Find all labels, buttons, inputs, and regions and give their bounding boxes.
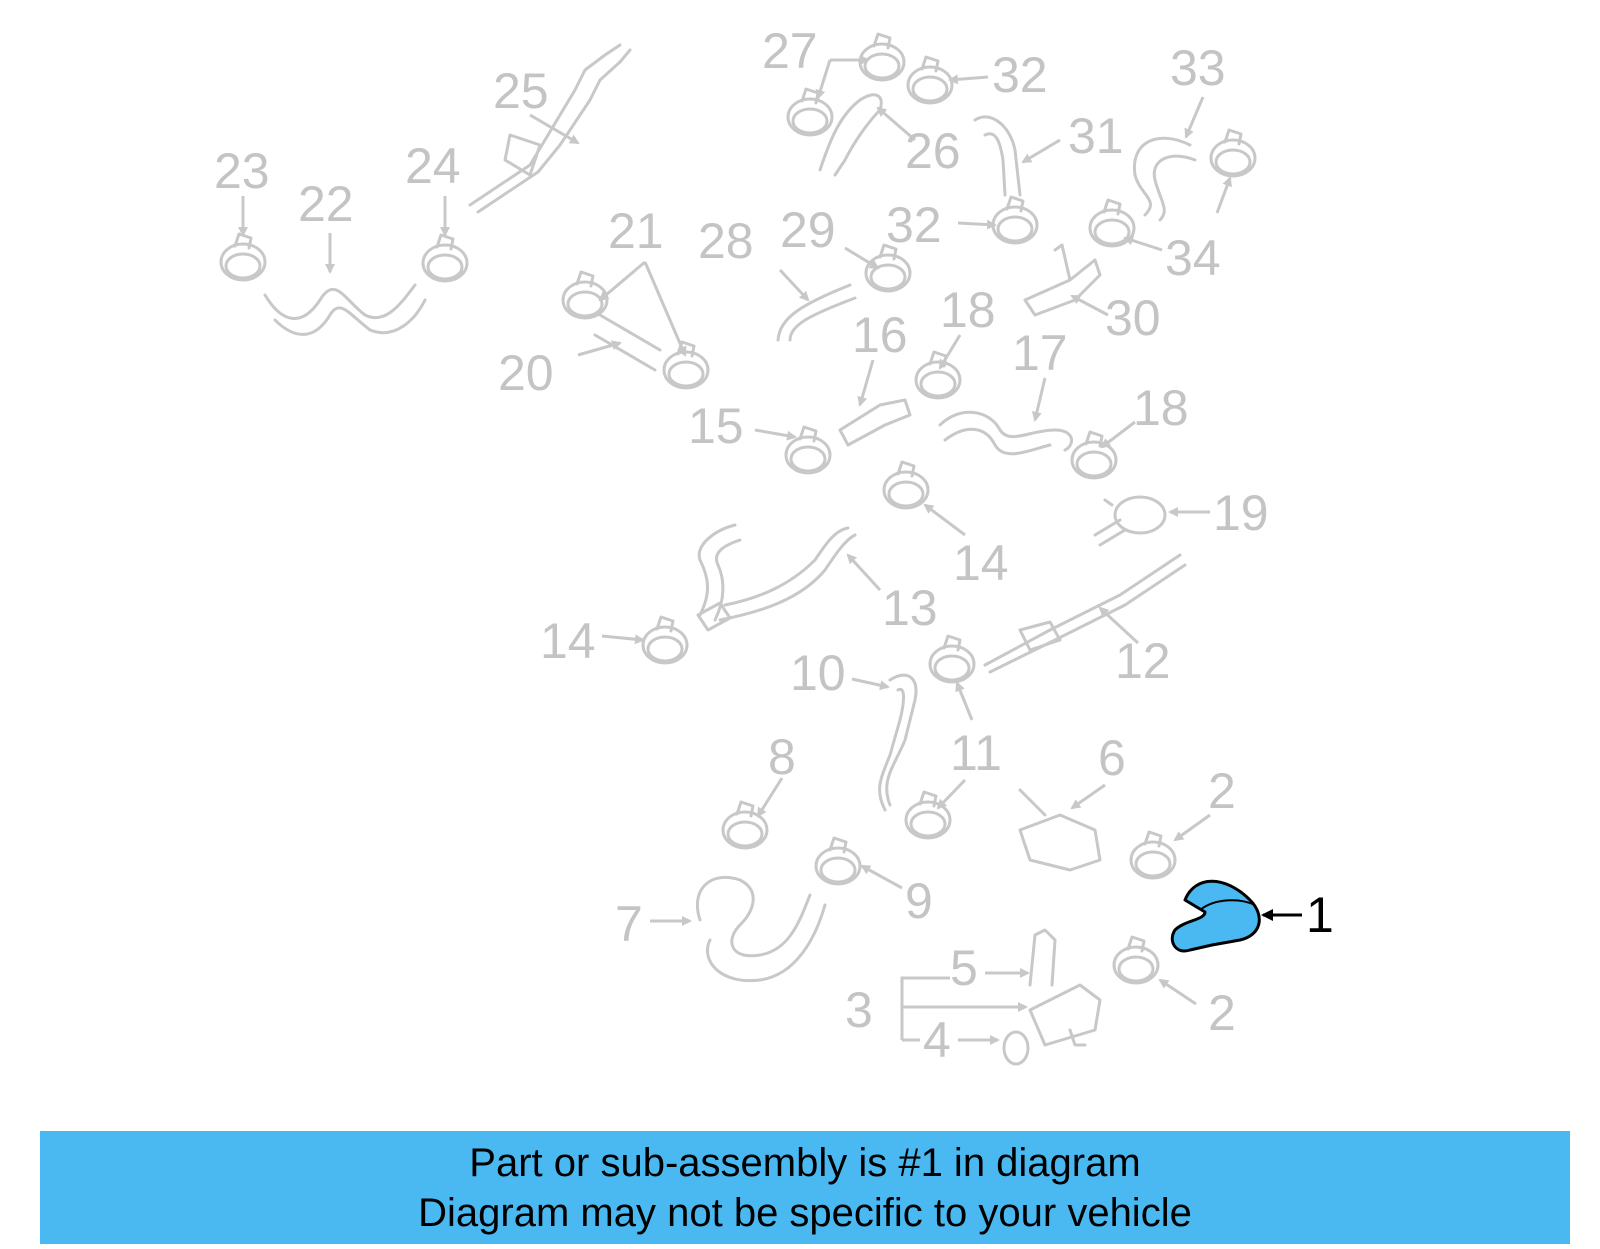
callout-22: 22 bbox=[298, 176, 354, 232]
part-14-clamp-b bbox=[641, 615, 689, 665]
part-2-clamp-b bbox=[1112, 935, 1160, 985]
part-11-clamp-b bbox=[904, 790, 952, 840]
banner-line-2: Diagram may not be specific to your vehi… bbox=[418, 1190, 1192, 1235]
callout-17: 17 bbox=[1012, 325, 1068, 381]
part-13-hose bbox=[696, 523, 857, 632]
callout-2: 2 bbox=[1208, 763, 1236, 819]
callout-15: 15 bbox=[688, 398, 744, 454]
part-33-clamp bbox=[1209, 128, 1257, 178]
part-30-flange bbox=[1023, 243, 1102, 317]
callout-11: 11 bbox=[950, 725, 1002, 781]
part-24-clamp bbox=[421, 233, 469, 283]
part-9-clamp bbox=[814, 836, 862, 886]
callout-23: 23 bbox=[214, 143, 270, 199]
callout-13: 13 bbox=[882, 580, 938, 636]
callout-2: 2 bbox=[1208, 985, 1236, 1041]
callout-19: 19 bbox=[1213, 485, 1269, 541]
callout-14: 14 bbox=[540, 613, 596, 669]
part-27-clamp-a bbox=[786, 87, 834, 137]
part-25-coolant-pipe bbox=[468, 43, 632, 214]
callout-29: 29 bbox=[780, 202, 836, 258]
callout-7: 7 bbox=[615, 896, 643, 952]
callout-3: 3 bbox=[845, 982, 873, 1038]
callout-5: 5 bbox=[950, 940, 978, 996]
part-33-hose bbox=[1132, 136, 1197, 222]
callout-16: 16 bbox=[852, 307, 908, 363]
part-11-clamp-a bbox=[928, 634, 976, 684]
part-18-clamp-a bbox=[914, 350, 962, 400]
callout-8: 8 bbox=[768, 729, 796, 785]
part-21-hose bbox=[593, 313, 662, 372]
part-15-clamp bbox=[784, 425, 832, 475]
part-14-clamp-a bbox=[882, 460, 930, 510]
part-22-hose bbox=[263, 283, 427, 336]
callout-31: 31 bbox=[1068, 108, 1124, 164]
part-28-hose bbox=[776, 283, 857, 342]
part-19-valve bbox=[1093, 495, 1167, 547]
part-31-hose bbox=[973, 115, 1022, 197]
part-7-hose bbox=[695, 875, 827, 983]
callout-20: 20 bbox=[498, 345, 554, 401]
part-21-clamp-a bbox=[561, 270, 609, 320]
part-32-clamp-a bbox=[906, 55, 954, 105]
callout-18: 18 bbox=[1133, 380, 1189, 436]
callout-25: 25 bbox=[493, 63, 549, 119]
part-1-hose-highlighted[interactable] bbox=[1170, 879, 1261, 953]
callout-9: 9 bbox=[905, 873, 933, 929]
callout-1: 1 bbox=[1306, 887, 1334, 943]
callout-32: 32 bbox=[992, 47, 1048, 103]
part-17-hose bbox=[938, 410, 1073, 456]
part-6-housing bbox=[1018, 788, 1102, 872]
part-8-clamp bbox=[721, 800, 769, 850]
part-21-clamp-b bbox=[662, 340, 710, 390]
part-16-fitting bbox=[838, 398, 912, 447]
part-27-clamp-b bbox=[858, 32, 906, 82]
info-banner: Part or sub-assembly is #1 in diagram Di… bbox=[40, 1131, 1570, 1244]
callout-26: 26 bbox=[905, 123, 961, 179]
callout-18: 18 bbox=[940, 282, 996, 338]
callout-24: 24 bbox=[405, 138, 461, 194]
callout-12: 12 bbox=[1115, 633, 1171, 689]
part-32-clamp-b bbox=[991, 195, 1039, 245]
callout-6: 6 bbox=[1098, 730, 1126, 786]
callout-14: 14 bbox=[953, 535, 1009, 591]
part-23-clamp bbox=[219, 232, 267, 282]
banner-line-1: Part or sub-assembly is #1 in diagram bbox=[469, 1140, 1141, 1185]
callout-21: 21 bbox=[608, 203, 664, 259]
callout-30: 30 bbox=[1105, 290, 1161, 346]
part-3-thermostat bbox=[1028, 983, 1102, 1047]
part-12-pipe bbox=[983, 553, 1187, 674]
callout-32: 32 bbox=[886, 197, 942, 253]
callout-33: 33 bbox=[1170, 40, 1226, 96]
callout-27: 27 bbox=[762, 23, 818, 79]
callout-34: 34 bbox=[1165, 230, 1221, 286]
part-26-hose bbox=[818, 93, 883, 177]
part-5-bracket bbox=[1028, 928, 1057, 987]
callout-10: 10 bbox=[790, 645, 846, 701]
callout-28: 28 bbox=[698, 213, 754, 269]
part-2-clamp-a bbox=[1129, 830, 1177, 880]
part-10-hose bbox=[878, 673, 918, 812]
callout-4: 4 bbox=[923, 1012, 951, 1068]
part-4-oring bbox=[1002, 1030, 1030, 1066]
part-18-clamp-b bbox=[1070, 430, 1118, 480]
leader-arrows bbox=[238, 55, 1232, 1045]
